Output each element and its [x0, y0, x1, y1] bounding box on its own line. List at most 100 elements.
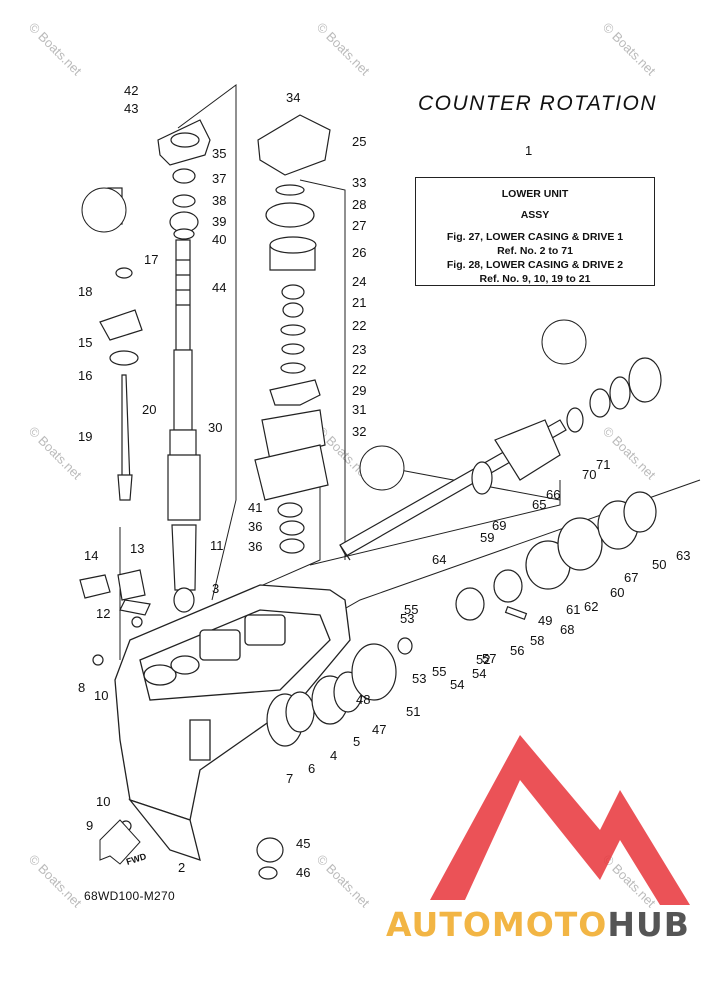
callout-label: 40 [212, 232, 226, 247]
callout-label: 10 [96, 794, 110, 809]
callout-label: 48 [356, 692, 370, 707]
callout-label: 17 [144, 252, 158, 267]
info-line: Ref. No. 2 to 71 [497, 245, 573, 257]
watermark-text: © Boats.net [600, 20, 659, 79]
callout-label: 41 [248, 500, 262, 515]
info-line: Fig. 27, LOWER CASING & DRIVE 1 [446, 231, 624, 243]
callout-label: 7 [286, 771, 293, 786]
callout-label: 55 [404, 602, 418, 617]
callout-label: 60 [610, 585, 624, 600]
brand-part-2: HUB [607, 905, 690, 944]
callout-label: 59 [480, 530, 494, 545]
callout-label: 33 [352, 175, 366, 190]
callout-label: 31 [352, 402, 366, 417]
callout-labels: 4243353738394017181516203019443425332827… [78, 83, 690, 880]
callout-label: 4 [330, 748, 337, 763]
callout-label: 62 [584, 599, 598, 614]
callout-label: 57 [482, 651, 496, 666]
callout-label: 66 [546, 487, 560, 502]
watermark-text: © Boats.net [600, 424, 659, 483]
fwd-arrow-icon [99, 819, 141, 865]
callout-label: 27 [352, 218, 366, 233]
callout-label: 49 [538, 613, 552, 628]
callout-label: 46 [296, 865, 310, 880]
callout-label: 11 [210, 538, 224, 553]
callout-label: 30 [208, 420, 222, 435]
callout-label: 70 [582, 467, 596, 482]
callout-label: 37 [212, 171, 226, 186]
callout-label: 58 [530, 633, 544, 648]
grease-tool-icon [81, 187, 587, 491]
brand-part-1: AUTOMOTO [386, 905, 608, 944]
watermark-layer: © Boats.net © Boats.net © Boats.net © Bo… [26, 20, 659, 911]
callout-label: 54 [450, 677, 464, 692]
callout-label: 32 [352, 424, 366, 439]
callout-label: 23 [352, 342, 366, 357]
callout-label: 2 [178, 860, 185, 875]
callout-label: 18 [78, 284, 92, 299]
callout-label: 8 [78, 680, 85, 695]
callout-label: 44 [212, 280, 226, 295]
lower-casing-part [114, 584, 351, 861]
callout-label: 64 [432, 552, 446, 567]
callout-label: 39 [212, 214, 226, 229]
callout-label: 24 [352, 274, 366, 289]
callout-label: 35 [212, 146, 226, 161]
callout-label: 14 [84, 548, 98, 563]
callout-label: 12 [96, 606, 110, 621]
callout-label: 45 [296, 836, 310, 851]
callout-label: 25 [352, 134, 366, 149]
watermark-text: © Boats.net [314, 852, 373, 911]
callout-label: 10 [94, 688, 108, 703]
callout-label: 52 [476, 652, 490, 667]
callout-label: 38 [212, 193, 226, 208]
callout-label: 54 [472, 666, 486, 681]
assembly-guide-lines [119, 84, 701, 660]
callout-label: 47 [372, 722, 386, 737]
callout-label: 50 [652, 557, 666, 572]
diagram-code: 68WD100-M270 [84, 889, 175, 903]
callout-label: 53 [400, 611, 414, 626]
callout-label: 56 [510, 643, 524, 658]
callout-label: 22 [352, 318, 366, 333]
water-pump-parts [254, 114, 331, 554]
callout-label: 3 [212, 581, 219, 596]
callout-label: 36 [248, 539, 262, 554]
bearing-housing-part [157, 119, 211, 613]
callout-label: 68 [560, 622, 574, 637]
callout-label: 61 [566, 602, 580, 617]
diagram-title: COUNTER ROTATION [418, 92, 658, 115]
watermark-text: © Boats.net [26, 852, 85, 911]
callout-label: 71 [596, 457, 610, 472]
callout-label: 51 [406, 704, 420, 719]
callout-label: 21 [352, 295, 366, 310]
assembly-ref-number: 1 [525, 143, 533, 158]
callout-label: 16 [78, 368, 92, 383]
brand-logo-icon [430, 735, 690, 905]
callout-label: 36 [248, 519, 262, 534]
callout-label: 6 [308, 761, 315, 776]
callout-label: 43 [124, 101, 138, 116]
callout-label: 67 [624, 570, 638, 585]
callout-label: 13 [130, 541, 144, 556]
brand-wordmark: AUTOMOTOHUB [386, 905, 690, 944]
callout-label: 20 [142, 402, 156, 417]
callout-label: 69 [492, 518, 506, 533]
callout-label: 42 [124, 83, 138, 98]
watermark-text: © Boats.net [314, 20, 373, 79]
watermark-text: © Boats.net [26, 20, 85, 79]
info-line: Ref. No. 9, 10, 19 to 21 [479, 273, 591, 285]
callout-label: 19 [78, 429, 92, 444]
info-line: ASSY [520, 209, 550, 221]
callout-label: 53 [412, 671, 426, 686]
gear-parts [256, 357, 662, 880]
callout-label: 28 [352, 197, 366, 212]
callout-label: 63 [676, 548, 690, 563]
watermark-text: © Boats.net [26, 424, 85, 483]
callout-label: 65 [532, 497, 546, 512]
assembly-info-box: LOWER UNIT ASSY Fig. 27, LOWER CASING & … [415, 177, 655, 286]
callout-label: 5 [353, 734, 360, 749]
info-line: LOWER UNIT [501, 188, 569, 200]
